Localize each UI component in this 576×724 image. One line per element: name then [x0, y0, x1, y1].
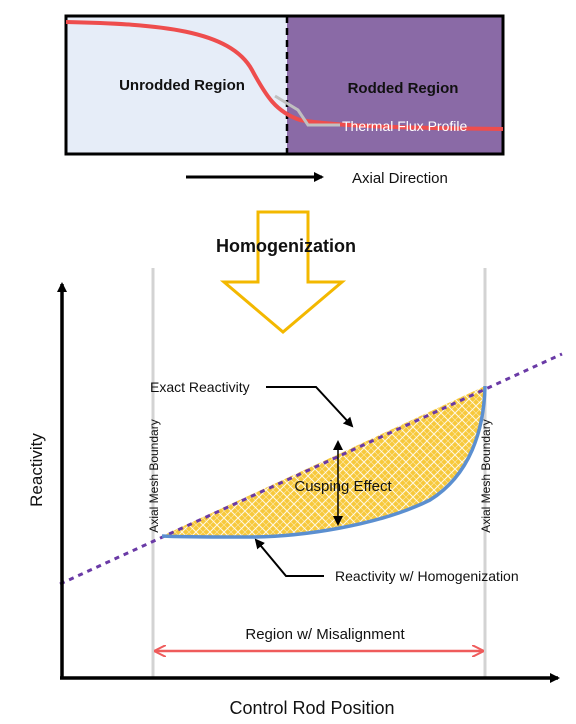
reactivity-plot: Cusping Effect Exact Reactivity Reactivi… — [27, 268, 563, 718]
cusping-effect-label: Cusping Effect — [294, 478, 392, 495]
left-boundary-label: Axial Mesh Boundary — [147, 419, 161, 532]
homogenization-label: Homogenization — [216, 236, 356, 256]
rodded-region-label: Rodded Region — [348, 80, 459, 97]
cusping-area — [162, 386, 485, 538]
homogenized-reactivity-leader — [254, 538, 324, 577]
misalignment-label: Region w/ Misalignment — [245, 626, 405, 643]
axial-direction-label: Axial Direction — [352, 170, 448, 187]
rodded-region — [287, 16, 503, 154]
top-panel-frame — [64, 14, 505, 156]
exact-reactivity-leader — [266, 386, 354, 428]
homogenization-arrow — [219, 210, 347, 334]
unrodded-region-label: Unrodded Region — [119, 77, 245, 94]
x-axis-label: Control Rod Position — [229, 698, 394, 718]
exact-reactivity-label: Exact Reactivity — [150, 379, 250, 395]
thermal-flux-curve — [65, 20, 504, 131]
homogenized-reactivity-curve — [161, 385, 487, 539]
top-panel: Unrodded Region Rodded Region Thermal Fl… — [64, 14, 505, 156]
exact-reactivity-line — [59, 352, 563, 586]
thermal-flux-label: Thermal Flux Profile — [342, 118, 467, 134]
right-boundary-label: Axial Mesh Boundary — [479, 419, 493, 532]
y-axis-label: Reactivity — [27, 433, 46, 507]
unrodded-region — [66, 16, 287, 154]
flux-label-leader — [274, 94, 340, 127]
homogenized-reactivity-label: Reactivity w/ Homogenization — [335, 568, 519, 584]
